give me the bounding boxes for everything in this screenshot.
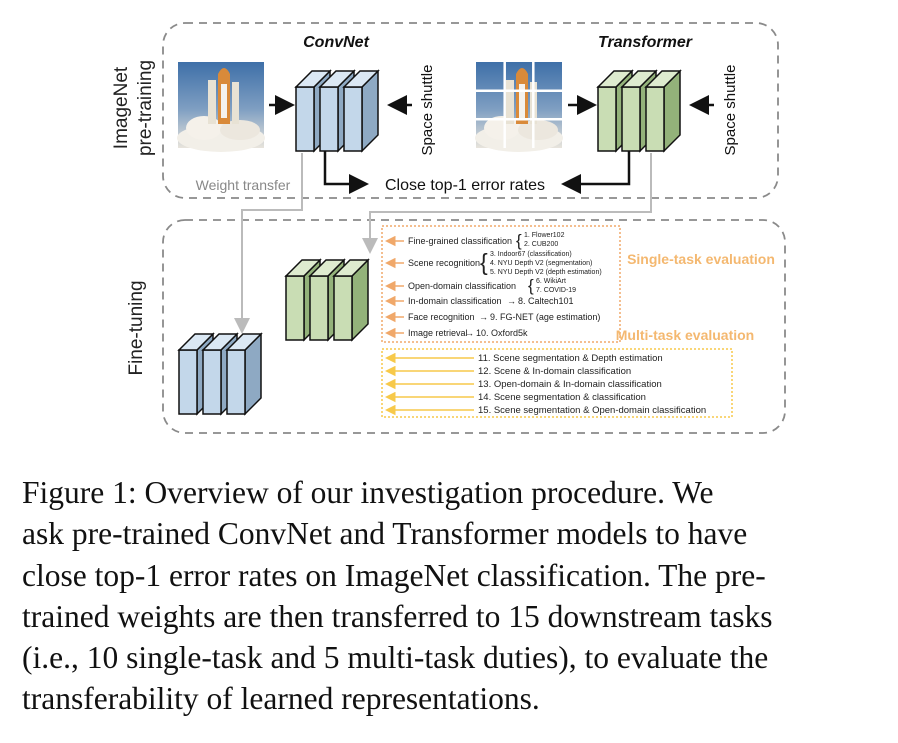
caption-line: Figure 1: Overview of our investigation … [22,475,714,510]
convnet-title: ConvNet [303,34,369,51]
transformer-layer [644,69,682,153]
single-task-list: Fine-grained classification { 1. Flower1… [385,231,602,339]
task-item: 1. Flower102 [524,232,565,239]
task-item: 5. NYU Depth V2 (depth estimation) [490,269,602,276]
convnet-layer [342,69,380,153]
brace: { [516,231,522,250]
task-item: 2. CUB200 [524,241,558,248]
task-item: 8. Caltech101 [518,296,574,306]
space-shuttle-label-left: Space shuttle [419,65,436,156]
arrow-glyph: → [465,328,474,338]
convnet-model-pretraining [294,69,380,153]
task-item: 3. Indoor67 (classification) [490,251,572,258]
multi-task-list: 11. Scene segmentation & Depth estimatio… [385,352,706,416]
space-shuttle-image-left [177,62,265,152]
transformer-model-pretraining [596,69,682,153]
task-group-label: Open-domain classification [408,281,516,291]
brace: { [480,249,488,275]
caption-line: transferability of learned representatio… [22,681,540,717]
finetuning-side-label: Fine-tuning [126,280,147,375]
space-shuttle-label-right: Space shuttle [722,65,739,156]
task-group-label: Scene recognition [408,258,480,268]
task-item: 9. FG-NET (age estimation) [490,312,600,322]
transformer-title: Transformer [598,34,693,51]
convnet-layer [225,332,263,416]
task-item: 6. WikiArt [536,278,566,285]
task-group-label: In-domain classification [408,296,502,306]
task-item: 4. NYU Depth V2 (segmentation) [490,260,592,267]
space-shuttle-image-right-patches [475,62,563,152]
compare-connector-left [323,151,369,194]
task-item: 7. COVID-19 [536,287,576,294]
arrow-glyph: → [507,296,516,306]
overview-diagram: ImageNet pre-training Fine-tuning [111,22,786,434]
single-task-title: Single-task evaluation [627,251,775,267]
compare-connector-right [561,151,631,194]
task-group-label: Face recognition [408,312,475,322]
multi-task-title: Multi-task evaluation [616,327,754,343]
convnet-model-finetuning [177,332,263,416]
multi-task-item: 11. Scene segmentation & Depth estimatio… [478,353,663,364]
single-task-box [381,225,621,343]
task-group-label: Image retrieval [408,328,468,338]
arrow-glyph: → [479,312,488,322]
compare-label: Close top-1 error rates [385,177,545,194]
caption-line: ask pre-trained ConvNet and Transformer … [22,516,748,552]
caption-line: trained weights are then transferred to … [22,598,773,634]
task-group-label: Fine-grained classification [408,236,512,246]
caption-line: (i.e., 10 single-task and 5 multi-task d… [22,640,769,676]
transformer-model-finetuning [284,258,370,342]
finetuning-region [162,219,786,434]
multi-task-item: 15. Scene segmentation & Open-domain cla… [478,405,706,416]
pretraining-side-label-1: ImageNet [111,66,132,149]
transformer-layer [332,258,370,342]
multi-task-box [381,348,733,418]
multi-task-item: 12. Scene & In-domain classification [478,366,631,377]
task-item: 10. Oxford5k [476,328,528,338]
multi-task-item: 13. Open-domain & In-domain classificati… [478,379,662,390]
weight-transfer-label: Weight transfer [196,177,291,193]
pretraining-side-label-2: pre-training [135,60,156,156]
weight-transfer-convnet-line [234,153,303,334]
pretraining-region [162,22,779,199]
weight-transfer-transformer-line [362,153,652,254]
multi-task-item: 14. Scene segmentation & classification [478,392,646,403]
figure-caption: Figure 1: Overview of our investigation … [22,472,878,720]
caption-line: close top-1 error rates on ImageNet clas… [22,557,766,593]
brace: { [528,276,534,295]
